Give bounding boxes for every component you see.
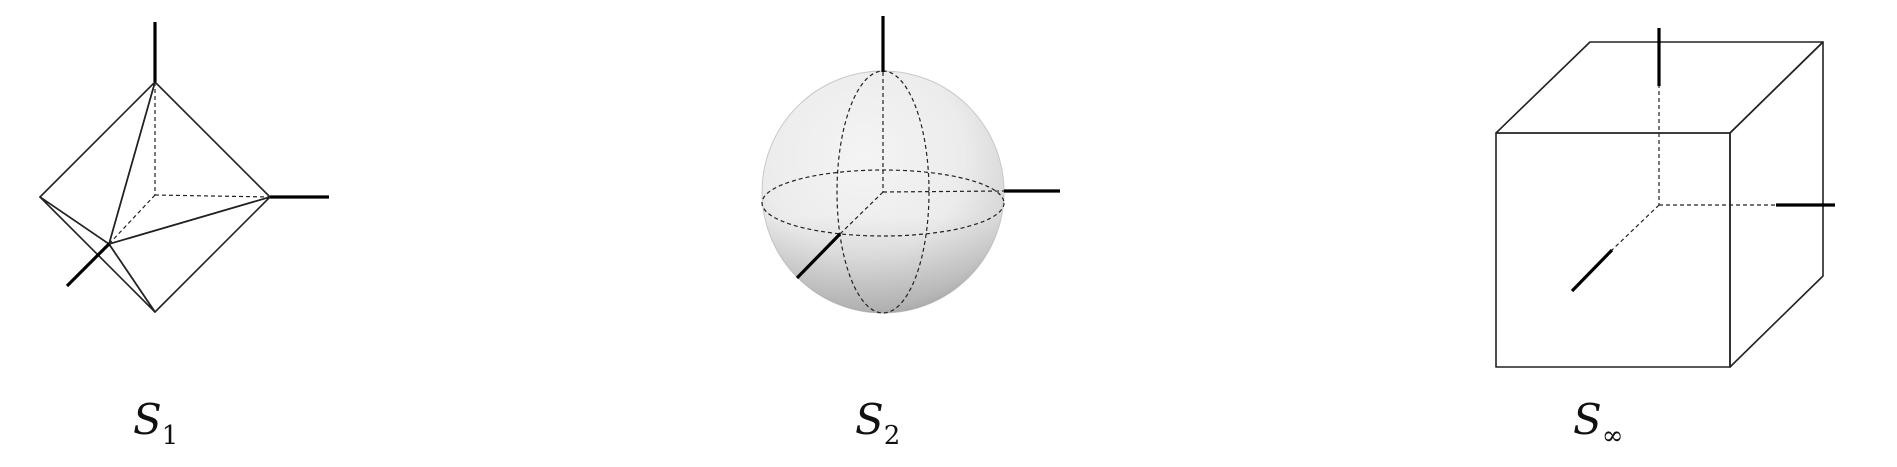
label-s2-subscript: 2	[883, 421, 901, 451]
label-sinf-subscript: ∞	[1601, 421, 1624, 451]
sphere-hidden-axis-y	[882, 190, 1005, 193]
octahedron-face-upper-left	[39, 81, 156, 245]
sphere-diagram	[761, 16, 1060, 314]
octahedron-face-lower-right	[108, 196, 271, 313]
label-sinf-letter: S	[1573, 395, 1602, 444]
sphere-axis-x	[795, 232, 842, 280]
cube-diagram	[1495, 28, 1835, 368]
cube-axis-x	[1570, 248, 1614, 293]
cube-hidden-axis-x	[1611, 204, 1660, 251]
label-sinf: S∞	[1573, 395, 1623, 451]
label-s2-letter: S	[855, 395, 884, 444]
octahedron-diagram	[39, 22, 329, 313]
label-s1-subscript: 1	[161, 421, 179, 451]
octahedron-hidden-edge-right	[154, 194, 271, 198]
octahedron-axis-x	[65, 242, 111, 288]
label-s1: S1	[133, 395, 178, 451]
sphere-hidden-axis-x	[839, 191, 884, 235]
label-s1-letter: S	[133, 395, 162, 444]
octahedron-hidden-edge-front	[108, 194, 156, 245]
cube-face-front	[1495, 132, 1731, 368]
label-s2: S2	[855, 395, 900, 451]
